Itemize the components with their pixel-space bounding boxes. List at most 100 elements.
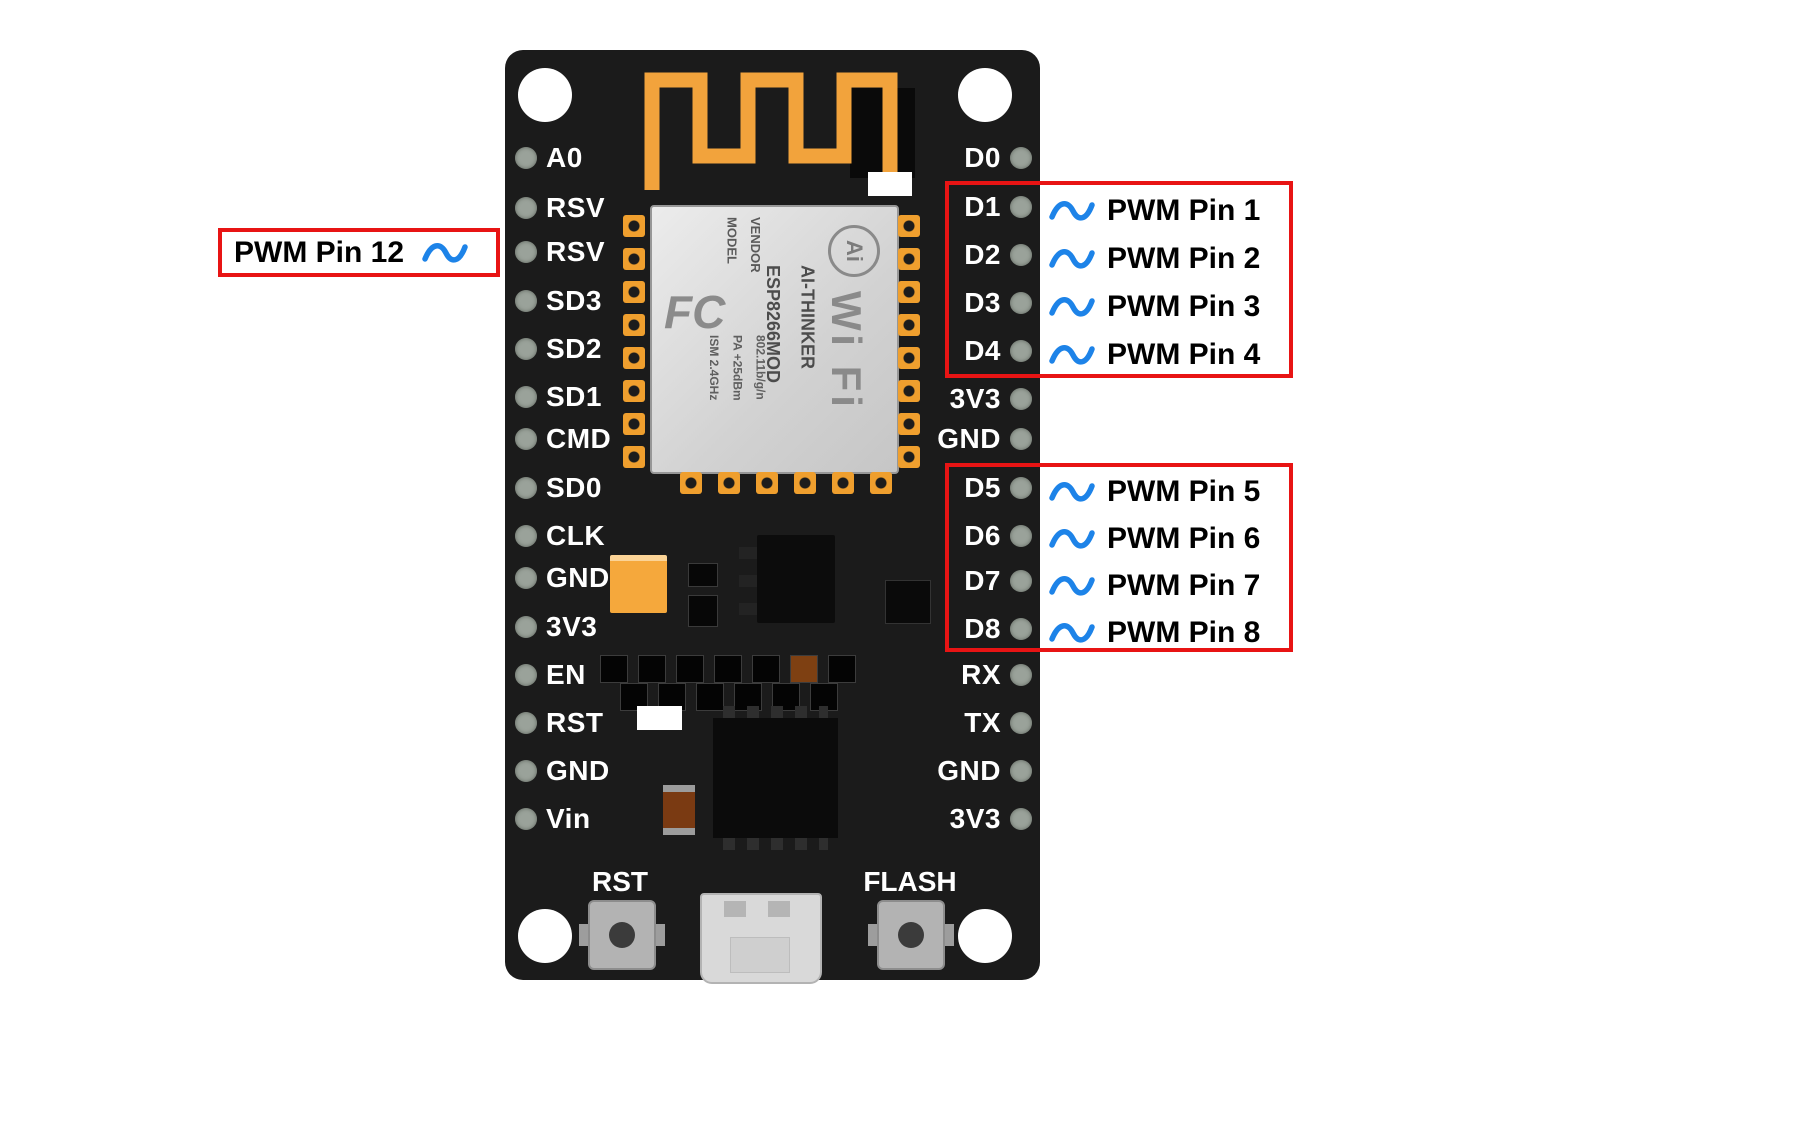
module-pad <box>794 472 816 494</box>
module-pad <box>898 380 920 402</box>
module-pad <box>623 248 645 270</box>
pin-label: D6 <box>964 520 1001 551</box>
pin-row: Vin <box>515 802 591 836</box>
annotation-label: PWM Pin 3 <box>1107 290 1261 323</box>
pin-row: D6 <box>964 519 1032 553</box>
annotation-label: PWM Pin 5 <box>1107 474 1261 508</box>
pin-label: RST <box>546 707 604 738</box>
voltage-regulator <box>739 535 835 623</box>
pin-dot <box>515 760 537 782</box>
annotation-row: PWM Pin 3 <box>949 283 1289 331</box>
solder-pad <box>638 655 666 683</box>
pin-label: GND <box>937 423 1001 454</box>
nodemcu-board: MODEL VENDOR FC ESP8266MOD AI-THINKER IS… <box>505 50 1040 984</box>
pin-dot <box>515 147 537 169</box>
pin-label: RX <box>961 659 1001 690</box>
annotation-row: PWM Pin 1 <box>949 187 1289 235</box>
pin-label: 3V3 <box>949 803 1001 834</box>
pin-row: D7 <box>964 564 1032 598</box>
pin-dot <box>515 567 537 589</box>
pin-dot <box>515 664 537 686</box>
module-pad <box>623 413 645 435</box>
smd-component <box>637 706 682 730</box>
button-actuator <box>609 922 635 948</box>
pin-dot <box>1010 760 1032 782</box>
sine-wave-icon <box>1049 526 1095 552</box>
pin-dot <box>515 712 537 734</box>
pin-row: SD0 <box>515 471 602 505</box>
pin-row: GND <box>937 754 1032 788</box>
mounting-hole <box>518 68 572 122</box>
sine-wave-icon <box>1049 620 1095 646</box>
flash-button <box>868 900 954 970</box>
pin-dot <box>515 386 537 408</box>
module-specs: ISM 2.4GHz PA +25dBm 802.11b/g/n <box>707 335 768 401</box>
annotation-row: PWM Pin 6 <box>949 515 1289 562</box>
solder-pad <box>676 655 704 683</box>
pin-row: RST <box>515 706 604 740</box>
smd-component <box>885 580 931 624</box>
pin-dot <box>515 290 537 312</box>
pin-dot <box>1010 340 1032 362</box>
pwm-group-top-annotation-box: PWM Pin 1 PWM Pin 2 PWM Pin 3 PWM Pin 4 <box>945 181 1293 378</box>
regulator-leg <box>739 547 757 559</box>
pin-row: SD3 <box>515 284 602 318</box>
wifi-logo: Wi Fi <box>823 291 870 411</box>
pin-label: RSV <box>546 236 606 267</box>
pin-label: SD0 <box>546 472 602 503</box>
module-pad <box>680 472 702 494</box>
pin-dot <box>1010 292 1032 314</box>
pin-label: D1 <box>964 191 1001 222</box>
pin-label: D4 <box>964 335 1001 366</box>
usb-slot <box>730 937 790 973</box>
smd-component <box>868 172 912 196</box>
mounting-hole <box>518 909 572 963</box>
button-tab <box>579 924 588 946</box>
solder-pad <box>752 655 780 683</box>
pin-dot <box>1010 712 1032 734</box>
pin-label: SD1 <box>546 381 602 412</box>
pin-row: RSV <box>515 235 605 269</box>
pin-dot <box>1010 477 1032 499</box>
pin-row: SD2 <box>515 332 602 366</box>
pin-row: D2 <box>964 238 1032 272</box>
pin-dot <box>1010 196 1032 218</box>
smd-component <box>688 595 718 627</box>
pin-dot <box>515 477 537 499</box>
pin-label: RSV <box>546 192 606 223</box>
pwm12-annotation-box: PWM Pin 12 <box>218 228 500 277</box>
pin-row: CLK <box>515 519 605 553</box>
wifi-antenna-trace <box>644 72 898 190</box>
annotation-label: PWM Pin 8 <box>1107 615 1261 649</box>
module-pad <box>832 472 854 494</box>
solder-pad <box>696 683 724 711</box>
pin-row: 3V3 <box>950 802 1032 836</box>
pin-row: D1 <box>964 190 1032 224</box>
pin-row: RSV <box>515 191 605 225</box>
pin-dot <box>1010 570 1032 592</box>
module-pad <box>623 380 645 402</box>
pin-dot <box>1010 525 1032 547</box>
pin-row: GND <box>515 754 610 788</box>
rst-button-label: RST <box>592 866 648 897</box>
usb-contact <box>768 901 790 917</box>
module-pad <box>898 446 920 468</box>
pin-dot <box>1010 808 1032 830</box>
pin-row: D4 <box>964 334 1032 368</box>
solder-pad <box>600 655 628 683</box>
module-pad <box>756 472 778 494</box>
pin-label: SD3 <box>546 285 602 316</box>
module-pad <box>898 413 920 435</box>
regulator-leg <box>739 603 757 615</box>
pin-label: D3 <box>964 287 1001 318</box>
fcc-logo: FC <box>664 286 726 338</box>
annotation-row: PWM Pin 5 <box>949 468 1289 515</box>
module-pad <box>718 472 740 494</box>
pin-label: EN <box>546 659 586 690</box>
pin-row: CMD <box>515 422 611 456</box>
pin-label: D7 <box>964 565 1001 596</box>
pin-row: TX <box>964 706 1032 740</box>
annotation-label: PWM Pin 7 <box>1107 568 1261 602</box>
sine-wave-icon <box>1049 246 1095 272</box>
pin-dot <box>1010 388 1032 410</box>
